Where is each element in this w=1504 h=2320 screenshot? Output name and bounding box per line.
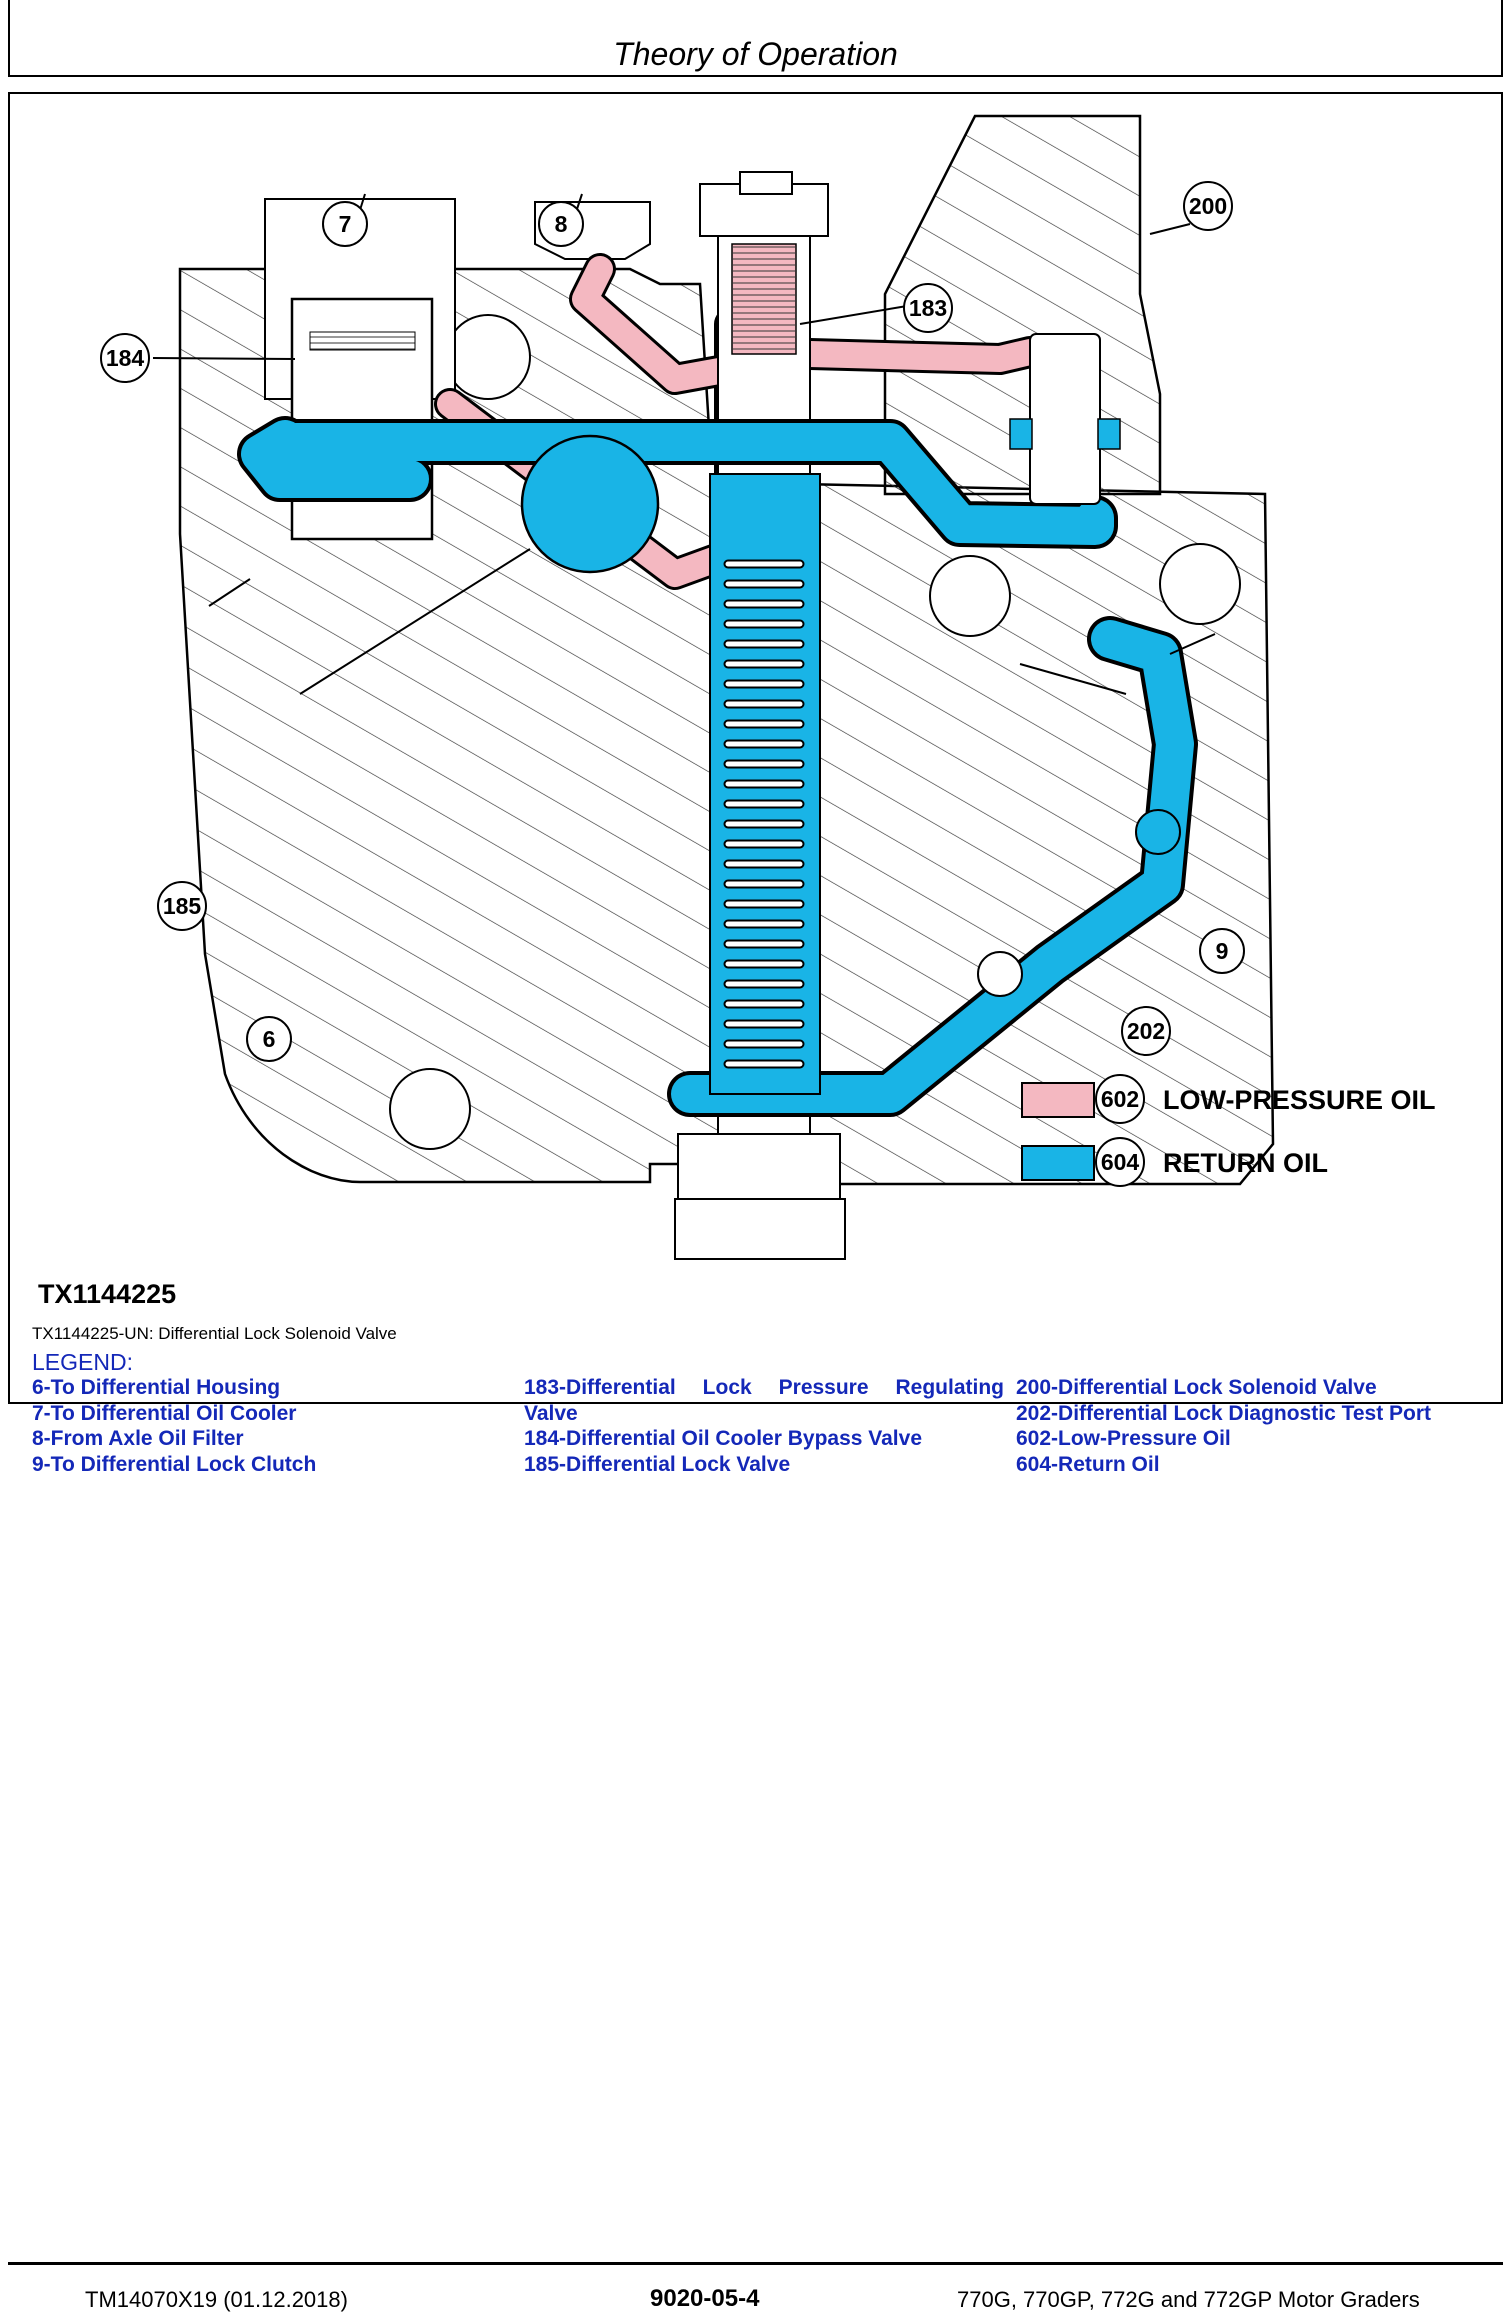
key-swatch-low-pressure	[1021, 1082, 1095, 1118]
figure-caption: TX1144225-UN: Differential Lock Solenoid…	[32, 1324, 397, 1343]
legend-item: 184-Differential Oil Cooler Bypass Valve	[524, 1427, 922, 1450]
legend-column-1: 6-To Differential Housing 7-To Different…	[32, 1375, 316, 1477]
svg-text:602: 602	[1101, 1086, 1139, 1112]
callout-184: 184	[100, 333, 150, 383]
legend-item: 185-Differential Lock Valve	[524, 1452, 791, 1476]
cavity-left-lower	[389, 1068, 471, 1150]
cavity-left-upper	[445, 314, 531, 400]
legend-item: 604-Return Oil	[1016, 1452, 1160, 1476]
callout-202: 202	[1121, 1006, 1171, 1056]
leader-lines	[152, 193, 1216, 695]
return-oil-passages	[237, 416, 1198, 1117]
legend-item: 7-To Differential Oil Cooler	[32, 1401, 297, 1425]
svg-text:183: 183	[909, 295, 947, 321]
svg-text:9: 9	[1216, 938, 1229, 964]
footer-rule	[8, 2262, 1503, 2265]
callout-8: 8	[538, 201, 584, 247]
callout-6: 6	[246, 1016, 292, 1062]
footer-models: 770G, 770GP, 772G and 772GP Motor Grader…	[957, 2287, 1420, 2312]
svg-text:604: 604	[1101, 1149, 1140, 1175]
legend-item: 602-Low-Pressure Oil	[1016, 1427, 1231, 1450]
figure-id: TX1144225	[38, 1279, 177, 1309]
legend-heading: LEGEND:	[32, 1349, 133, 1375]
callout-183: 183	[903, 283, 953, 333]
svg-text:202: 202	[1127, 1018, 1165, 1044]
header-frame: Theory of Operation	[8, 0, 1503, 77]
legend-item: 9-To Differential Lock Clutch	[32, 1452, 317, 1476]
legend-item: 6-To Differential Housing	[32, 1376, 281, 1399]
svg-text:LOW-PRESSURE OIL: LOW-PRESSURE OIL	[1163, 1085, 1435, 1115]
diagnostic-port-202	[977, 951, 1023, 997]
footer-doc-id: TM14070X19 (01.12.2018)	[85, 2287, 348, 2312]
callouts: 7 8 183 200 184 185 6 9 202	[100, 181, 1245, 1062]
legend-item: 200-Differential Lock Solenoid Valve	[1016, 1376, 1377, 1399]
oil-color-key: 602 LOW-PRESSURE OIL 604 RETURN OIL	[1021, 1074, 1435, 1187]
svg-text:6: 6	[263, 1026, 276, 1052]
legend-item: 183-Differential Lock Pressure Regulatin…	[524, 1376, 1004, 1399]
low-pressure-oil-passages	[434, 253, 1046, 590]
valve-diagram: 7 8 183 200 184 185 6 9 202 602 LOW-PRES…	[100, 114, 1435, 1260]
svg-text:RETURN OIL: RETURN OIL	[1163, 1148, 1328, 1178]
legend-item: 8-From Axle Oil Filter	[32, 1427, 244, 1450]
svg-text:184: 184	[106, 345, 145, 371]
callout-185: 185	[157, 881, 207, 931]
footer-page-number: 9020-05-4	[650, 2285, 760, 2312]
svg-text:7: 7	[339, 211, 352, 237]
callout-7: 7	[322, 201, 368, 247]
callout-9: 9	[1199, 928, 1245, 974]
return-oil-port-9	[1135, 809, 1181, 855]
legend-item: 202-Differential Lock Diagnostic Test Po…	[1016, 1401, 1432, 1425]
key-swatch-return	[1021, 1145, 1095, 1181]
legend-item-continuation: Valve	[524, 1401, 578, 1425]
cavity-right-mid	[929, 555, 1011, 637]
valve-spring	[723, 559, 805, 1069]
callout-200: 200	[1183, 181, 1233, 231]
return-oil-ball	[520, 434, 660, 574]
solenoid-spool	[1029, 333, 1101, 505]
svg-text:8: 8	[555, 211, 568, 237]
figure-frame: 7 8 183 200 184 185 6 9 202 602 LOW-PRES…	[8, 92, 1503, 1476]
page-title: Theory of Operation	[613, 36, 898, 72]
legend-column-3: 200-Differential Lock Solenoid Valve 202…	[1016, 1375, 1431, 1477]
svg-text:185: 185	[163, 893, 202, 919]
cavity-right-upper	[1159, 543, 1241, 625]
svg-text:200: 200	[1189, 193, 1227, 219]
legend-column-2: 183-Differential Lock Pressure Regulatin…	[524, 1375, 1004, 1477]
